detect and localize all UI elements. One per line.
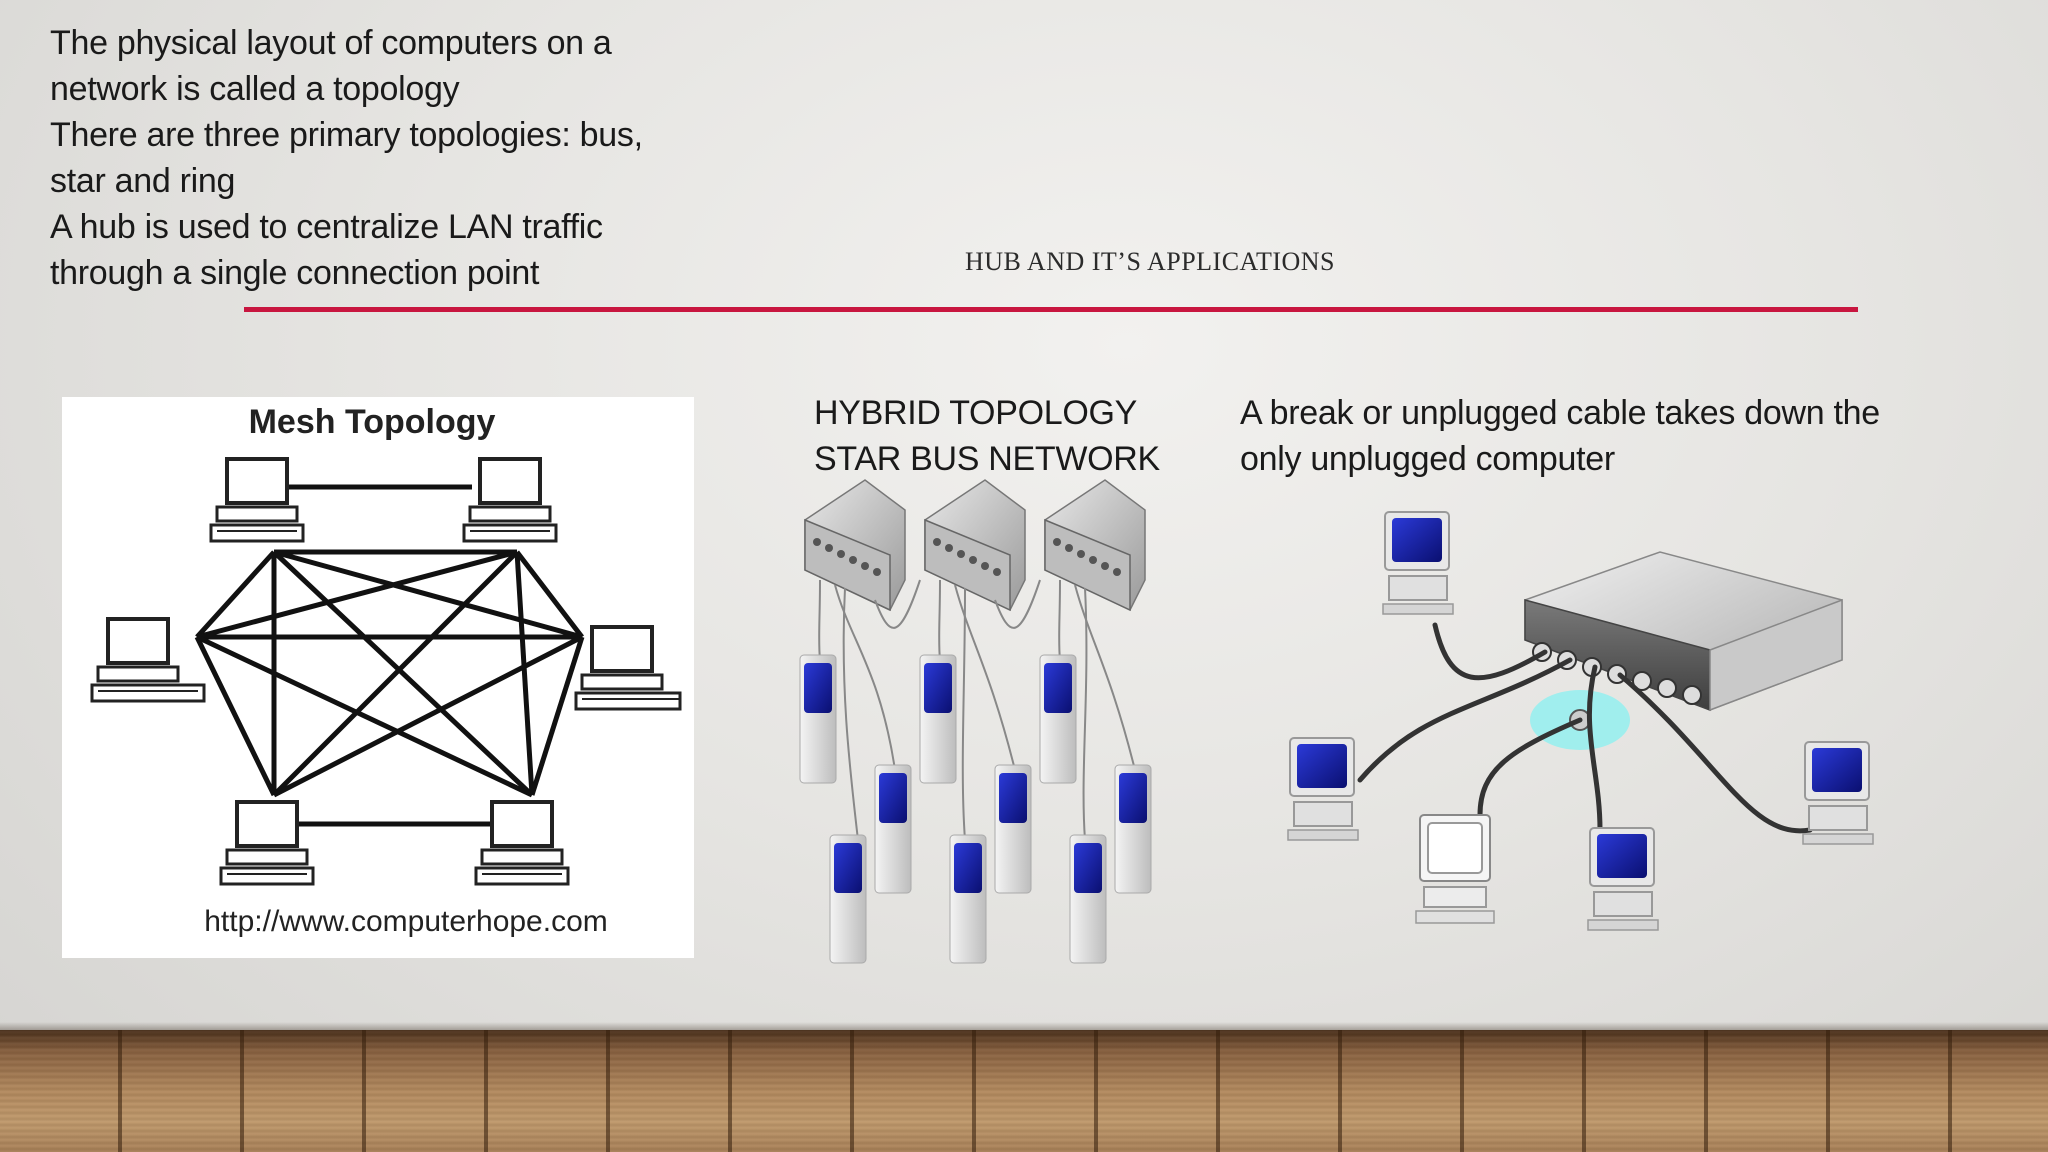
tower-computer-icon [994, 764, 1032, 894]
hybrid-cables [818, 579, 1136, 841]
bullet-item: There are three primary topologies: bus,… [50, 116, 643, 200]
computer-icon [219, 800, 315, 886]
break-caption-line2: only unplugged computer [1240, 440, 1615, 478]
computer-icon [574, 625, 682, 711]
mesh-links [194, 484, 585, 827]
mesh-topology-image: Mesh Topology [62, 397, 694, 958]
tower-computer-icon [1069, 834, 1107, 964]
break-caption: A break or unplugged cable takes down th… [1240, 390, 1880, 482]
tower-computer-icon [1039, 654, 1077, 784]
hybrid-caption-line2: STAR BUS NETWORK [814, 440, 1160, 478]
tower-computer-icon [799, 654, 837, 784]
hub-icon [804, 479, 906, 612]
tower-computer-icon [949, 834, 987, 964]
computer-icon [1287, 737, 1359, 841]
mesh-diagram: Mesh Topology [90, 403, 682, 938]
computer-icon [90, 617, 206, 703]
computer-icon [462, 457, 558, 543]
wooden-floor [0, 1030, 2048, 1152]
tower-computer-icon [874, 764, 912, 894]
hybrid-star-bus-diagram [799, 479, 1152, 964]
tower-computer-icon [919, 654, 957, 784]
hybrid-caption-line1: HYBRID TOPOLOGY [814, 394, 1137, 432]
tower-computer-icon [1114, 764, 1152, 894]
hybrid-caption: HYBRID TOPOLOGY STAR BUS NETWORK [814, 390, 1194, 482]
break-caption-line1: A break or unplugged cable takes down th… [1240, 394, 1880, 432]
unplugged-computer-icon [1415, 814, 1495, 924]
mesh-credit: http://www.computerhope.com [204, 905, 608, 938]
slide-title: HUB AND IT’S APPLICATIONS [964, 247, 1336, 276]
computer-icon [1802, 741, 1874, 845]
hub-icon [1524, 551, 1843, 712]
mesh-computers [90, 457, 682, 886]
hub-icon [1044, 479, 1146, 612]
star-hub-diagram [1287, 511, 1874, 931]
tower-computers [799, 654, 1152, 964]
computer-icon [1587, 827, 1659, 931]
computer-icon [474, 800, 570, 886]
computer-icon [1382, 511, 1454, 615]
star-cables [1357, 622, 1813, 834]
bullet-item: The physical layout of computers on a ne… [50, 24, 612, 108]
computer-icon [209, 457, 305, 543]
tower-computer-icon [829, 834, 867, 964]
hub-icon [924, 479, 1026, 612]
star-computers [1287, 511, 1874, 931]
title-divider [244, 307, 1858, 312]
mesh-title: Mesh Topology [249, 403, 496, 441]
bullet-list: The physical layout of computers on a ne… [50, 20, 650, 296]
bullet-item: A hub is used to centralize LAN traffic … [50, 208, 603, 292]
